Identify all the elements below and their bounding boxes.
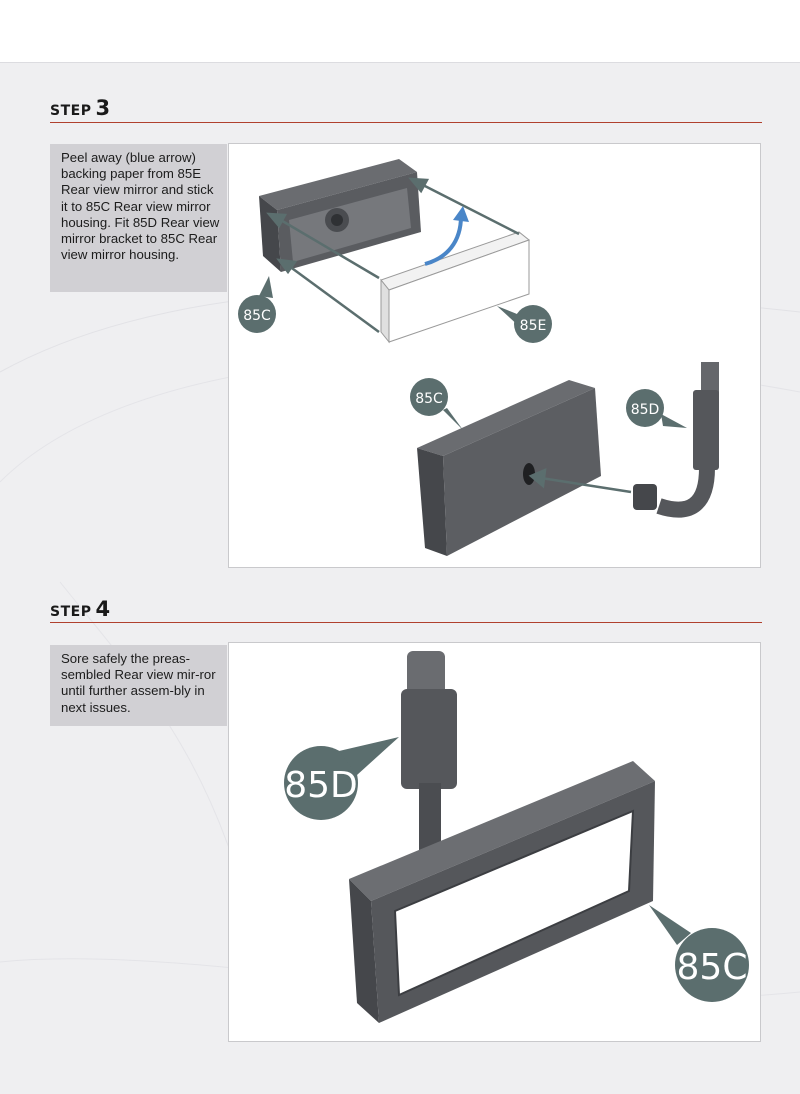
mirror-housing-85c-lower: [417, 380, 601, 556]
step-word: STEP: [50, 604, 92, 620]
step-word: STEP: [50, 103, 92, 119]
page-header-band: [0, 0, 800, 63]
mirror-glass-85e: [380, 231, 531, 344]
callout-85d-step3: 85D: [626, 389, 687, 428]
step-number: 3: [95, 96, 111, 120]
svg-text:85C: 85C: [677, 947, 748, 988]
step-4-rule: [50, 622, 762, 623]
mirror-bracket-85d: [633, 362, 719, 518]
svg-text:85C: 85C: [243, 308, 271, 324]
peel-arrow-icon: [424, 215, 463, 266]
step-number: 4: [95, 597, 111, 621]
step-4-illustration: 85D 85C: [228, 642, 761, 1042]
step-4-instructions: Sore safely the preas-sembled Rear view …: [50, 645, 227, 726]
svg-text:85D: 85D: [631, 402, 660, 418]
step-3-illustration: 85C 85E 85C: [228, 143, 761, 568]
bracket-insert-arrow: [528, 467, 632, 494]
step-3-instructions: Peel away (blue arrow) backing paper fro…: [50, 144, 227, 292]
mirror-bracket-85d-assembled: [401, 651, 457, 853]
svg-text:85C: 85C: [415, 391, 443, 407]
callout-85c-top: 85C: [238, 276, 276, 333]
callout-85d-step4: 85D: [284, 737, 399, 820]
assembly-arrows: [266, 177, 520, 334]
mirror-housing-85c-assembled: [349, 761, 655, 1023]
callout-85e: 85E: [497, 305, 552, 343]
step-3-rule: [50, 122, 762, 123]
callout-85c-step4: 85C: [649, 905, 749, 1002]
callout-85c-lower: 85C: [410, 378, 463, 430]
svg-text:85D: 85D: [284, 765, 358, 806]
svg-text:85E: 85E: [520, 318, 547, 334]
